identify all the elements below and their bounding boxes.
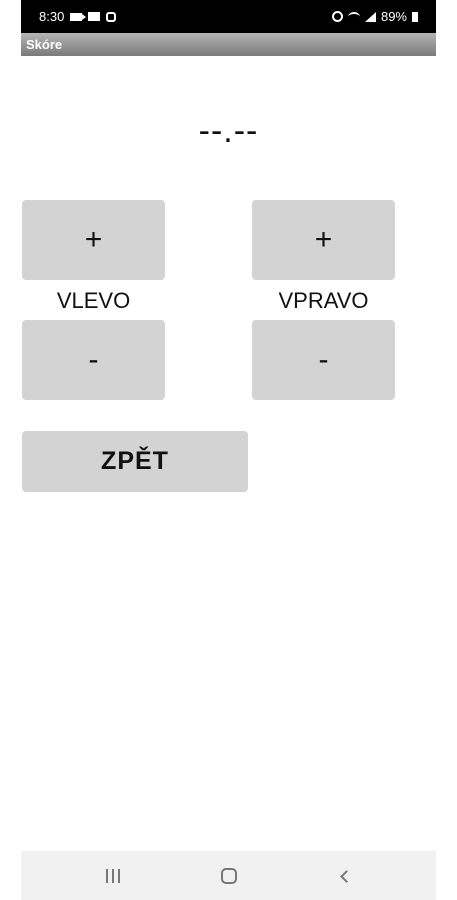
home-button[interactable] bbox=[209, 863, 249, 889]
system-back-button[interactable] bbox=[326, 863, 366, 889]
recent-apps-button[interactable] bbox=[93, 863, 133, 889]
battery-percent: 89% bbox=[380, 9, 407, 24]
status-bar: 8:30 89% bbox=[21, 0, 436, 33]
battery-icon bbox=[412, 11, 418, 22]
mail-icon bbox=[88, 12, 101, 21]
left-label: VLEVO bbox=[56, 288, 131, 313]
right-minus-button[interactable]: - bbox=[252, 320, 395, 400]
status-time: 8:30 bbox=[39, 9, 65, 24]
alarm-icon bbox=[331, 11, 343, 22]
score-display: --.-- bbox=[198, 112, 259, 150]
app-bar: Skóre bbox=[21, 33, 436, 56]
video-icon bbox=[70, 12, 87, 21]
back-button[interactable]: ZPĚT bbox=[22, 431, 248, 492]
back-icon bbox=[339, 869, 353, 883]
wifi-icon bbox=[347, 11, 360, 22]
status-bar-left: 8:30 bbox=[39, 9, 117, 24]
right-plus-button[interactable]: + bbox=[252, 200, 395, 280]
signal-icon bbox=[364, 11, 376, 22]
right-label: VPRAVO bbox=[278, 288, 369, 313]
left-plus-button[interactable]: + bbox=[22, 200, 165, 280]
left-minus-button[interactable]: - bbox=[22, 320, 165, 400]
recent-apps-icon bbox=[106, 869, 120, 883]
navigation-bar bbox=[21, 851, 436, 900]
record-icon bbox=[106, 11, 117, 22]
status-bar-right: 89% bbox=[331, 9, 418, 24]
app-title: Skóre bbox=[26, 37, 63, 52]
home-icon bbox=[221, 868, 237, 884]
